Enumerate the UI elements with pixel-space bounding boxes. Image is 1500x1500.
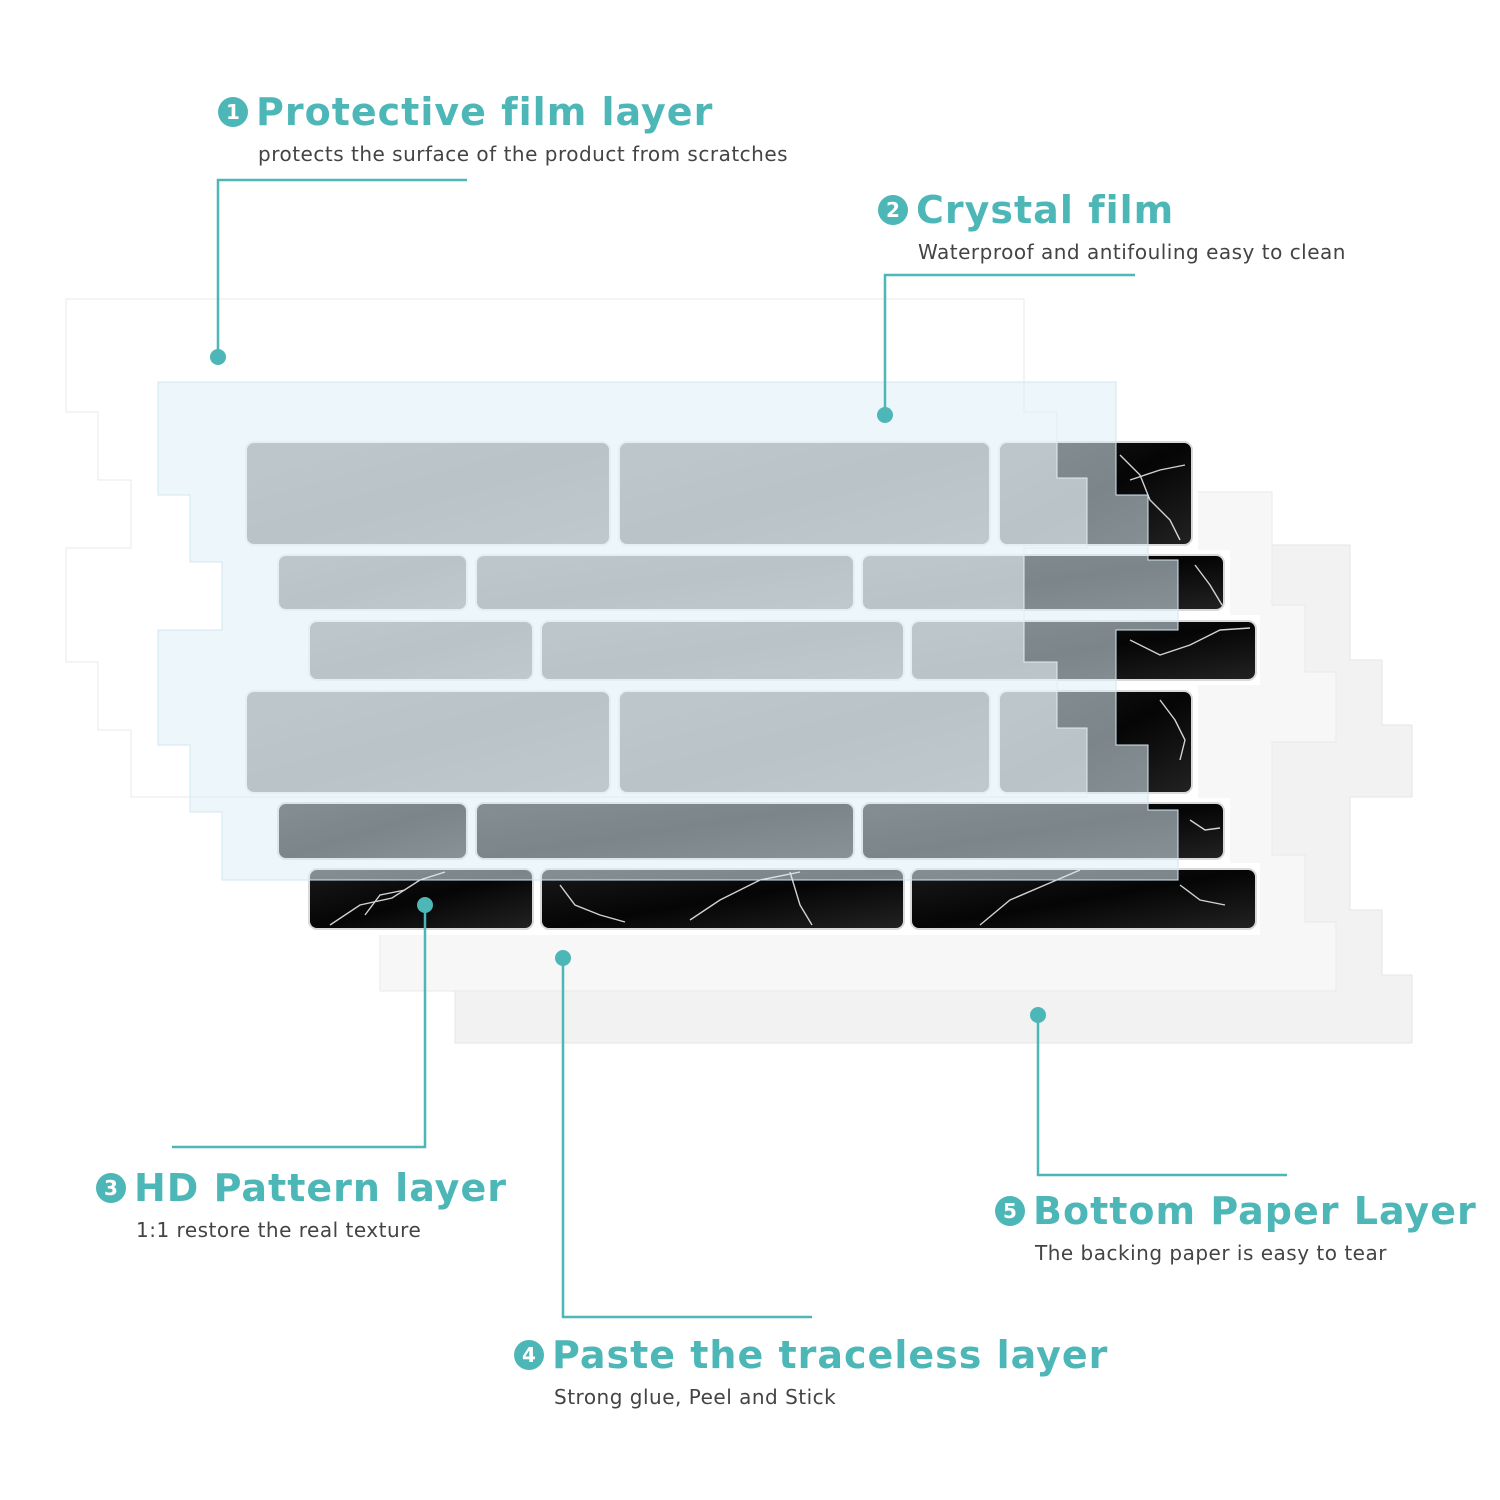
leader-line-3 <box>172 905 427 1149</box>
layer-description-4: Strong glue, Peel and Stick <box>554 1385 837 1409</box>
layer-label-4: 4 Paste the traceless layer Strong glue,… <box>514 1333 1108 1409</box>
marker-dot-1 <box>210 349 226 365</box>
leader-line-2 <box>883 273 1135 415</box>
number-badge-3: 3 <box>96 1173 126 1203</box>
marker-dot-5 <box>1030 1007 1046 1023</box>
crystal-film-sheet <box>157 381 1179 881</box>
layer-label-2: 2 Crystal film Waterproof and antifoulin… <box>878 188 1346 264</box>
number-badge-5: 5 <box>995 1196 1025 1226</box>
marker-dot-4 <box>555 950 571 966</box>
layer-label-1: 1 Protective film layer protects the sur… <box>218 90 788 166</box>
layer-description-5: The backing paper is easy to tear <box>1035 1241 1387 1265</box>
layer-description-3: 1:1 restore the real texture <box>136 1218 422 1242</box>
leader-lines <box>172 178 1287 1319</box>
marker-dot-2 <box>877 407 893 423</box>
layer-description-1: protects the surface of the product from… <box>258 142 789 166</box>
layer-label-5: 5 Bottom Paper Layer The backing paper i… <box>995 1189 1477 1265</box>
marker-dot-3 <box>417 897 433 913</box>
number-badge-4: 4 <box>514 1340 544 1370</box>
number-badge-1: 1 <box>218 97 248 127</box>
layer-title-3: HD Pattern layer <box>134 1166 507 1210</box>
layer-title-1: Protective film layer <box>256 90 714 134</box>
layer-title-5: Bottom Paper Layer <box>1033 1189 1477 1233</box>
leader-line-1 <box>216 178 467 357</box>
leader-line-4 <box>561 958 812 1319</box>
layer-label-3: 3 HD Pattern layer 1:1 restore the real … <box>96 1166 507 1242</box>
layer-title-4: Paste the traceless layer <box>552 1333 1109 1377</box>
leader-line-5 <box>1036 1015 1287 1177</box>
layer-title-2: Crystal film <box>916 188 1175 232</box>
layer-description-2: Waterproof and antifouling easy to clean <box>918 240 1346 264</box>
number-badge-2: 2 <box>878 195 908 225</box>
